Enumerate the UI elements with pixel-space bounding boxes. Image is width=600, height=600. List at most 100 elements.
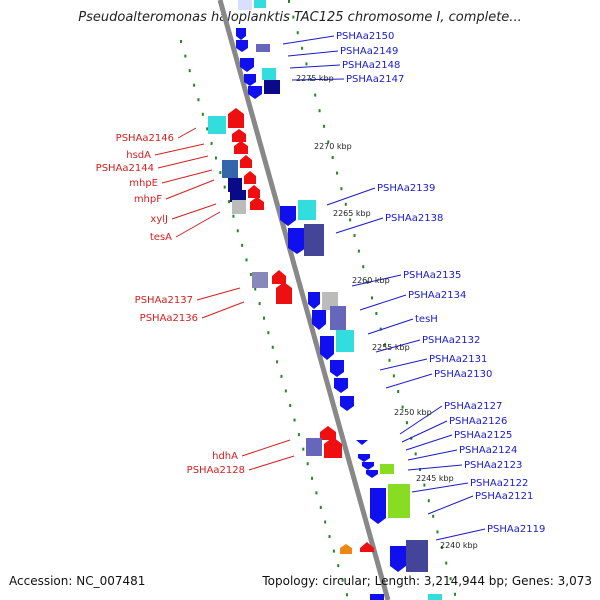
- gene-block[interactable]: [238, 0, 252, 10]
- reverse-gene-label[interactable]: mhpF: [134, 194, 162, 205]
- forward-gene-label[interactable]: PSHAa2119: [487, 524, 545, 535]
- gene-block[interactable]: [370, 594, 384, 600]
- reverse-gene-label[interactable]: PSHAa2128: [187, 465, 245, 476]
- gene-arrow[interactable]: [340, 544, 352, 554]
- gene-block[interactable]: [264, 80, 280, 94]
- forward-gene-label[interactable]: PSHAa2126: [449, 416, 507, 427]
- gene-arrow[interactable]: [236, 28, 246, 40]
- label-leaders: [154, 35, 486, 541]
- gene-block[interactable]: [228, 178, 242, 192]
- forward-gene-label[interactable]: tesH: [415, 314, 438, 325]
- tick-dot: [180, 40, 182, 43]
- tick-dot: [315, 491, 318, 495]
- gene-block[interactable]: [230, 190, 246, 202]
- reverse-gene-label[interactable]: PSHAa2144: [96, 163, 154, 174]
- gene-block[interactable]: [388, 484, 410, 518]
- gene-arrow[interactable]: [272, 270, 286, 284]
- gene-arrow[interactable]: [248, 86, 262, 99]
- forward-gene-label[interactable]: PSHAa2127: [444, 401, 502, 412]
- gene-arrow[interactable]: [248, 185, 260, 198]
- tick-dots: [180, 0, 456, 597]
- gene-arrow[interactable]: [308, 292, 320, 309]
- gene-block[interactable]: [322, 292, 338, 310]
- gene-arrow[interactable]: [360, 542, 374, 552]
- gene-block[interactable]: [336, 330, 354, 352]
- reverse-gene-label[interactable]: PSHAa2136: [140, 313, 198, 324]
- gene-arrow[interactable]: [240, 58, 254, 72]
- gene-arrow[interactable]: [234, 141, 248, 154]
- forward-gene-label[interactable]: PSHAa2131: [429, 354, 487, 365]
- gene-arrow[interactable]: [244, 74, 256, 86]
- gene-arrow[interactable]: [330, 360, 344, 377]
- tick-dot: [197, 98, 200, 102]
- gene-arrow[interactable]: [320, 336, 334, 360]
- forward-gene-label[interactable]: PSHAa2121: [475, 491, 533, 502]
- gene-block[interactable]: [232, 200, 246, 214]
- reverse-gene-label[interactable]: hsdA: [126, 150, 151, 161]
- gene-block[interactable]: [406, 540, 428, 572]
- forward-gene-label[interactable]: PSHAa2135: [403, 270, 461, 281]
- forward-gene-label[interactable]: PSHAa2132: [422, 335, 480, 346]
- gene-arrow[interactable]: [236, 40, 248, 52]
- gene-arrow[interactable]: [288, 228, 306, 254]
- gene-block[interactable]: [262, 68, 276, 80]
- gene-arrow[interactable]: [340, 396, 354, 411]
- gene-arrow[interactable]: [362, 462, 374, 470]
- gene-arrow[interactable]: [312, 310, 326, 330]
- reverse-gene-label[interactable]: PSHAa2137: [135, 295, 193, 306]
- forward-gene-label[interactable]: PSHAa2125: [454, 430, 512, 441]
- gene-block[interactable]: [298, 200, 316, 220]
- forward-gene-label[interactable]: PSHAa2138: [385, 213, 443, 224]
- gene-arrow[interactable]: [390, 546, 406, 572]
- scale-label: 2250 kbp: [394, 408, 432, 417]
- gene-arrow[interactable]: [356, 440, 368, 445]
- gene-arrow[interactable]: [228, 108, 244, 128]
- gene-arrow[interactable]: [334, 378, 348, 393]
- reverse-gene-label[interactable]: hdhA: [212, 451, 238, 462]
- reverse-gene-label[interactable]: mhpE: [129, 178, 158, 189]
- reverse-gene-label[interactable]: xylJ: [150, 214, 168, 225]
- tick-dot: [292, 15, 295, 19]
- gene-block[interactable]: [380, 464, 394, 474]
- gene-arrow[interactable]: [366, 470, 378, 478]
- gene-arrow[interactable]: [280, 206, 296, 226]
- gene-arrow[interactable]: [358, 454, 370, 462]
- gene-block[interactable]: [428, 594, 442, 600]
- gene-arrow[interactable]: [250, 197, 264, 210]
- forward-gene-label[interactable]: PSHAa2149: [340, 46, 398, 57]
- forward-leader-line: [407, 449, 458, 461]
- forward-leader-line: [379, 358, 428, 371]
- reverse-gene-label[interactable]: PSHAa2146: [116, 133, 174, 144]
- gene-arrow[interactable]: [232, 129, 246, 142]
- reverse-gene-label[interactable]: tesA: [150, 232, 172, 243]
- gene-block[interactable]: [306, 438, 322, 456]
- gene-block[interactable]: [252, 272, 268, 288]
- gene-block[interactable]: [256, 44, 270, 52]
- gene-arrow[interactable]: [240, 155, 252, 168]
- forward-gene-label[interactable]: PSHAa2148: [342, 60, 400, 71]
- forward-leader-line: [435, 528, 486, 541]
- forward-gene-label[interactable]: PSHAa2147: [346, 74, 404, 85]
- forward-gene-label[interactable]: PSHAa2150: [336, 31, 394, 42]
- forward-gene-label[interactable]: PSHAa2124: [459, 445, 517, 456]
- gene-arrow[interactable]: [320, 426, 336, 440]
- gene-arrow[interactable]: [370, 488, 386, 524]
- gene-arrow[interactable]: [324, 437, 342, 458]
- gene-block[interactable]: [222, 160, 238, 178]
- forward-gene-label[interactable]: PSHAa2122: [470, 478, 528, 489]
- forward-gene-label[interactable]: PSHAa2123: [464, 460, 522, 471]
- forward-gene-label[interactable]: PSHAa2130: [434, 369, 492, 380]
- tick-dot: [401, 405, 404, 409]
- gene-block[interactable]: [304, 224, 324, 256]
- gene-arrow[interactable]: [244, 171, 256, 184]
- reverse-leader-line: [177, 127, 197, 139]
- forward-gene-label[interactable]: PSHAa2134: [408, 290, 466, 301]
- gene-block[interactable]: [254, 0, 266, 8]
- forward-gene-label[interactable]: PSHAa2139: [377, 183, 435, 194]
- tick-dot: [327, 140, 330, 144]
- gene-arrow[interactable]: [276, 282, 292, 304]
- gene-block[interactable]: [330, 306, 346, 330]
- tick-dot: [214, 156, 217, 160]
- gene-block[interactable]: [208, 116, 226, 134]
- forward-leader-line: [367, 318, 414, 335]
